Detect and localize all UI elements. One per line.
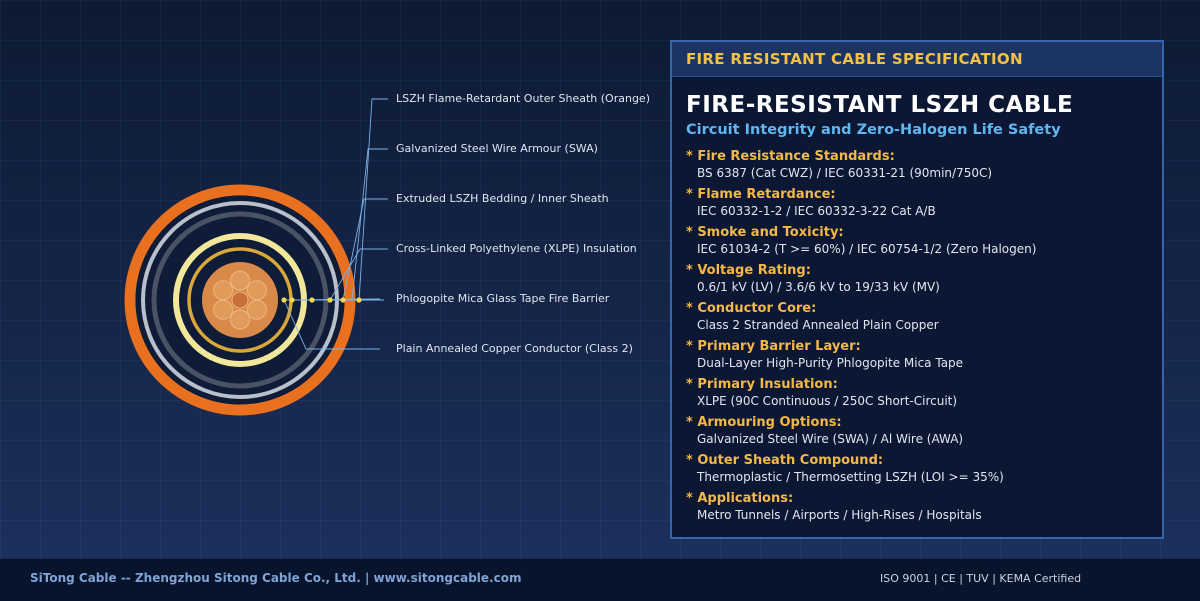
- spec-value: Galvanized Steel Wire (SWA) / Al Wire (A…: [697, 432, 964, 446]
- conductor-strand: [230, 270, 250, 291]
- spec-item: * Armouring Options: Galvanized Steel Wi…: [686, 415, 1162, 453]
- conductor-strand: [213, 280, 234, 301]
- spec-value: Dual-Layer High-Purity Phlogopite Mica T…: [697, 356, 964, 370]
- spec-item: * Smoke and Toxicity: IEC 61034-2 (T >= …: [686, 225, 1162, 263]
- leader-line: [283, 299, 380, 350]
- spec-item: * Primary Barrier Layer: Dual-Layer High…: [686, 339, 1162, 377]
- spec-item: * Applications: Metro Tunnels / Airports…: [686, 491, 1162, 529]
- leader-line: [329, 248, 388, 301]
- spec-item: * Outer Sheath Compound: Thermoplastic /…: [686, 453, 1162, 491]
- leader-dot: [309, 297, 315, 303]
- callout-bedding: Extruded LSZH Bedding / Inner Sheath: [396, 192, 609, 205]
- spec-label: * Armouring Options:: [686, 415, 842, 430]
- specification-panel: FIRE RESISTANT CABLE SPECIFICATION FIRE-…: [670, 40, 1164, 539]
- spec-value: BS 6387 (Cat CWZ) / IEC 60331-21 (90min/…: [697, 166, 993, 180]
- spec-label: * Fire Resistance Standards:: [686, 149, 895, 164]
- callout-conductor: Plain Annealed Copper Conductor (Class 2…: [396, 342, 633, 355]
- spec-label: * Flame Retardance:: [686, 187, 836, 202]
- spec-item: * Fire Resistance Standards: BS 6387 (Ca…: [686, 149, 1162, 187]
- spec-item: * Primary Insulation: XLPE (90C Continuo…: [686, 377, 1162, 415]
- cable-layers: [124, 184, 356, 416]
- spec-label: * Conductor Core:: [686, 301, 817, 316]
- leader-dot: [289, 297, 295, 303]
- callout-armour: Galvanized Steel Wire Armour (SWA): [396, 142, 598, 155]
- spec-value: 0.6/1 kV (LV) / 3.6/6 kV to 19/33 kV (MV…: [697, 280, 940, 294]
- footer: SiTong Cable -- Zhengzhou Sitong Cable C…: [0, 558, 1200, 601]
- spec-item: * Voltage Rating: 0.6/1 kV (LV) / 3.6/6 …: [686, 263, 1162, 301]
- footer-certifications: ISO 9001 | CE | TUV | KEMA Certified: [880, 572, 1082, 585]
- leader-line: [351, 148, 388, 301]
- spec-value: IEC 60332-1-2 / IEC 60332-3-22 Cat A/B: [697, 204, 936, 218]
- leader-dot: [281, 297, 287, 303]
- spec-value: Class 2 Stranded Annealed Plain Copper: [697, 318, 939, 332]
- leader-dot: [340, 297, 346, 303]
- spec-list: * Fire Resistance Standards: BS 6387 (Ca…: [686, 149, 1162, 529]
- callout-leaders: [281, 98, 388, 350]
- cable-cross-section-diagram: [124, 98, 388, 416]
- spec-value: Metro Tunnels / Airports / High-Rises / …: [697, 508, 982, 522]
- spec-value: IEC 61034-2 (T >= 60%) / IEC 60754-1/2 (…: [697, 242, 1037, 256]
- panel-header: FIRE RESISTANT CABLE SPECIFICATION: [672, 42, 1162, 77]
- spec-label: * Applications:: [686, 491, 794, 506]
- footer-company: SiTong Cable -- Zhengzhou Sitong Cable C…: [30, 571, 522, 585]
- spec-item: * Conductor Core: Class 2 Stranded Annea…: [686, 301, 1162, 339]
- spec-label: * Smoke and Toxicity:: [686, 225, 844, 240]
- panel-subtitle: Circuit Integrity and Zero-Halogen Life …: [686, 122, 1061, 138]
- callout-insulation: Cross-Linked Polyethylene (XLPE) Insulat…: [396, 242, 637, 255]
- spec-label: * Primary Insulation:: [686, 377, 838, 392]
- spec-value: Thermoplastic / Thermosetting LSZH (LOI …: [697, 470, 1004, 484]
- spec-item: * Flame Retardance: IEC 60332-1-2 / IEC …: [686, 187, 1162, 225]
- leader-line: [358, 98, 388, 301]
- conductor-strand: [213, 299, 234, 320]
- spec-value: XLPE (90C Continuous / 250C Short-Circui…: [697, 394, 958, 408]
- leader-dot: [327, 297, 333, 303]
- callout-outer-sheath: LSZH Flame-Retardant Outer Sheath (Orang…: [396, 92, 650, 105]
- leader-dot: [356, 297, 362, 303]
- callout-mica-tape: Phlogopite Mica Glass Tape Fire Barrier: [396, 292, 610, 305]
- conductor-strand: [246, 299, 267, 320]
- panel-title: FIRE-RESISTANT LSZH CABLE: [686, 92, 1074, 118]
- conductor-strand: [230, 309, 250, 330]
- conductor-center-strand: [231, 291, 249, 309]
- spec-label: * Primary Barrier Layer:: [686, 339, 861, 354]
- spec-label: * Outer Sheath Compound:: [686, 453, 884, 468]
- spec-label: * Voltage Rating:: [686, 263, 811, 278]
- conductor-strand: [246, 280, 267, 301]
